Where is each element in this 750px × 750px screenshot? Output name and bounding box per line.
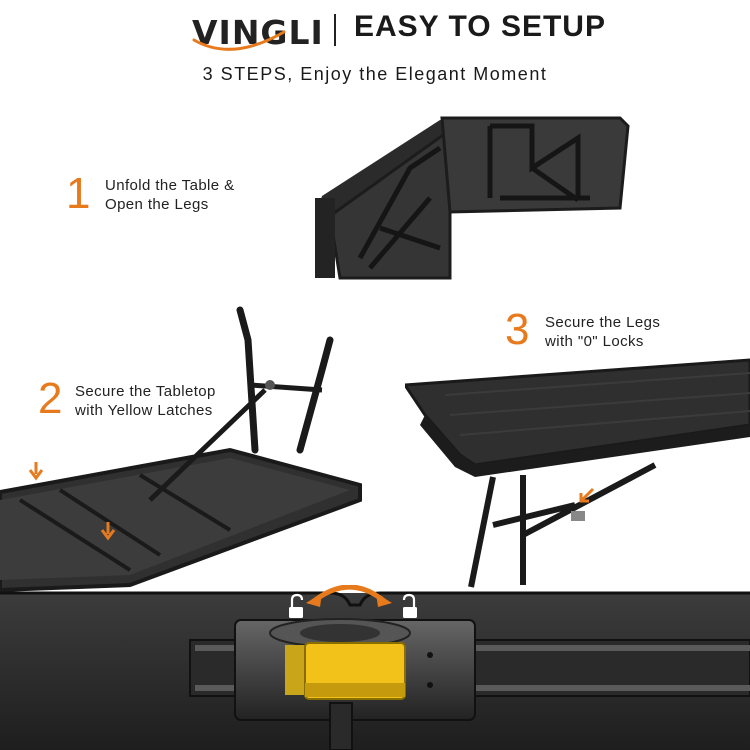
o-lock bbox=[571, 511, 585, 521]
arrow-down-icon bbox=[100, 522, 116, 541]
folded-leg-frame-left bbox=[357, 145, 442, 270]
tabletop-left-half bbox=[318, 120, 450, 216]
step1-unfold-illustration bbox=[315, 116, 630, 280]
step-1-line-1: Unfold the Table & bbox=[105, 177, 235, 194]
step-3-line-1: Secure the Legs bbox=[545, 314, 661, 331]
step2-latch-illustration bbox=[0, 306, 362, 593]
subheadline: 3 STEPS, Enjoy the Elegant Moment bbox=[202, 64, 548, 84]
step-3-number: 3 bbox=[505, 305, 530, 354]
curved-double-arrow-icon bbox=[306, 585, 392, 607]
step-1-number: 1 bbox=[66, 169, 91, 218]
leg-frame bbox=[468, 462, 657, 588]
step-2-number: 2 bbox=[38, 374, 63, 423]
step-1-text: Unfold the Table & Open the Legs bbox=[105, 176, 235, 214]
header-divider bbox=[334, 14, 336, 46]
step-2-line-1: Secure the Tabletop bbox=[75, 383, 216, 400]
arrow-down-icon bbox=[28, 462, 44, 481]
step-3-text: Secure the Legs with "0" Locks bbox=[545, 313, 660, 351]
arrow-down-icon bbox=[579, 487, 595, 503]
step-2-text: Secure the Tabletop with Yellow Latches bbox=[75, 382, 216, 420]
step-1-line-2: Open the Legs bbox=[105, 196, 209, 213]
brand-swoosh-icon bbox=[192, 30, 286, 51]
leg-frame-up bbox=[236, 306, 334, 454]
step3-upright-illustration bbox=[405, 358, 750, 588]
padlock-open-icon bbox=[289, 593, 304, 618]
headline: EASY TO SETUP bbox=[354, 10, 606, 43]
step-2-line-2: with Yellow Latches bbox=[75, 402, 213, 419]
step-3-line-2: with "0" Locks bbox=[545, 333, 644, 350]
folded-leg-frame bbox=[487, 123, 590, 203]
padlock-open-icon bbox=[402, 593, 417, 618]
brand-logo: VINGLI bbox=[192, 10, 320, 54]
latch-closeup-illustration bbox=[0, 585, 750, 750]
